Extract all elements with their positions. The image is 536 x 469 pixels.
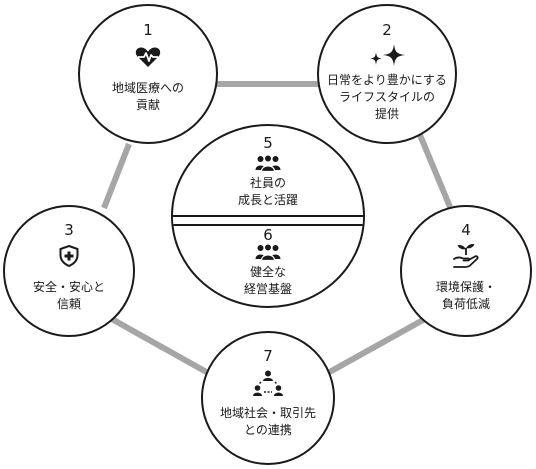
people-group-icon xyxy=(255,243,281,265)
connector-3-7 xyxy=(108,315,212,377)
node-label-line: 提供 xyxy=(374,107,399,121)
node-7-community-partners: 7 地域社会・取引先 との連携 xyxy=(201,331,335,465)
node-label-line: 地域社会・取引先 xyxy=(219,406,316,420)
node-label: 安全・安心と 信頼 xyxy=(5,279,133,313)
node-number: 1 xyxy=(143,21,153,39)
node-label: 地域医療への 貢献 xyxy=(80,80,216,114)
people-group-icon xyxy=(255,154,281,176)
node-3-safety-trust: 3 安全・安心と 信頼 xyxy=(3,205,135,337)
shield-cross-icon xyxy=(59,244,79,271)
node-number: 7 xyxy=(263,347,273,365)
node-label-line: 社員の xyxy=(249,176,286,190)
node-2-enriching-lifestyle: 2 日常をより豊かにする ライフスタイルの 提供 xyxy=(317,4,457,144)
center-divider xyxy=(173,215,363,226)
node-4-environment: 4 環境保護・ 負荷低減 xyxy=(400,205,532,337)
connector-4-7 xyxy=(324,317,425,377)
node-label: 社員の 成長と活躍 xyxy=(173,175,363,209)
node-label-line: との連携 xyxy=(244,423,292,437)
sparkles-icon xyxy=(367,43,407,73)
node-label-line: 経営基盤 xyxy=(243,282,292,296)
network-people-icon xyxy=(253,370,283,402)
hand-sprout-icon xyxy=(452,243,480,273)
node-1-community-healthcare: 1 地域医療への 貢献 xyxy=(78,4,218,144)
node-label: 環境保護・ 負荷低減 xyxy=(402,279,530,313)
node-label-line: 安全・安心と xyxy=(32,280,105,294)
node-label-line: 負荷低減 xyxy=(441,297,490,311)
center-split-circle: 5 社員の 成長と活躍 6 xyxy=(171,124,365,308)
node-label: 健全な 経営基盤 xyxy=(173,264,363,298)
node-number: 5 xyxy=(263,134,273,152)
node-label-line: ライフスタイルの xyxy=(338,90,435,104)
node-number: 4 xyxy=(461,221,471,239)
heart-pulse-icon xyxy=(135,46,161,72)
connector-2-4 xyxy=(417,133,453,209)
node-label-line: 健全な xyxy=(249,265,286,279)
node-label-line: 成長と活躍 xyxy=(237,193,298,207)
node-label-line: 地域医療への xyxy=(111,81,184,95)
node-label-line: 貢献 xyxy=(135,98,160,112)
node-number: 6 xyxy=(263,226,273,244)
node-number: 2 xyxy=(382,21,392,39)
node-6-sound-management: 6 健全な 経営基盤 xyxy=(173,226,363,306)
node-label-line: 環境保護・ xyxy=(435,280,496,294)
node-label: 地域社会・取引先 との連携 xyxy=(203,405,333,439)
node-5-employee-growth: 5 社員の 成長と活躍 xyxy=(173,126,363,215)
node-label: 日常をより豊かにする ライフスタイルの 提供 xyxy=(319,72,455,123)
node-label-line: 日常をより豊かにする xyxy=(327,73,447,87)
node-label-line: 信頼 xyxy=(56,297,81,311)
node-number: 3 xyxy=(64,221,74,239)
connector-1-3 xyxy=(101,142,132,210)
